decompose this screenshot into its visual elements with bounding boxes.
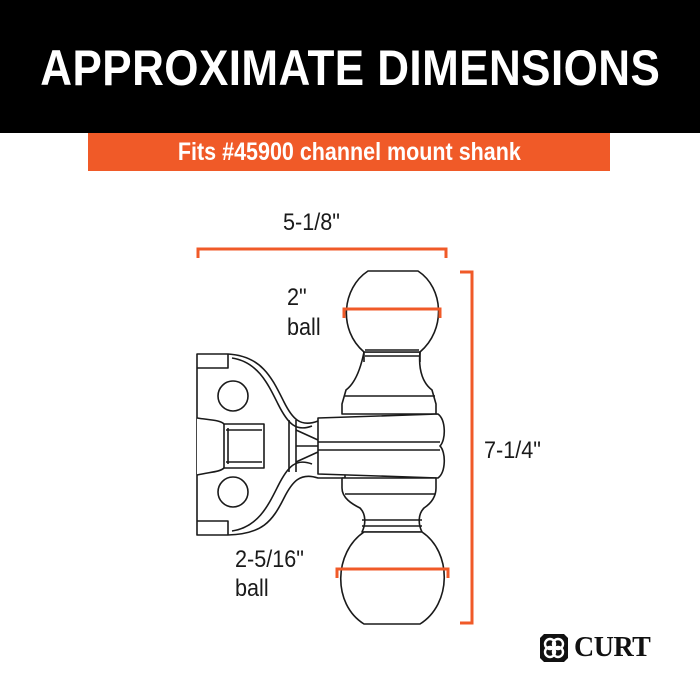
- bottom-ball-size-label: 2-5/16": [235, 546, 304, 573]
- bottom-ball-word-label: ball: [235, 575, 269, 602]
- mount-slot: [196, 417, 265, 476]
- top-ball-word-label: ball: [287, 314, 321, 341]
- mount-hole-top: [217, 380, 249, 412]
- top-ball-diameter-line: [342, 307, 442, 318]
- upper-collar: [341, 351, 437, 415]
- top-ball-size-label: 2": [287, 284, 307, 311]
- curt-logo-icon: [540, 634, 568, 662]
- mount-hole-bottom: [217, 476, 249, 508]
- dimension-lines: [196, 247, 474, 625]
- subtitle-banner: Fits #45900 channel mount shank: [88, 133, 610, 171]
- shank: [317, 413, 446, 479]
- top-ball: [345, 270, 440, 353]
- bottom-ball: [339, 531, 446, 625]
- height-label: 7-1/4": [484, 437, 541, 464]
- width-dimension-line: [196, 247, 448, 258]
- page-title: APPROXIMATE DIMENSIONS: [39, 39, 661, 96]
- curt-logo: CURT: [540, 632, 651, 663]
- header-banner: APPROXIMATE DIMENSIONS: [0, 0, 700, 133]
- fitment-note: Fits #45900 channel mount shank: [177, 137, 521, 166]
- width-label: 5-1/8": [283, 209, 340, 236]
- bottom-ball-diameter-line: [335, 567, 450, 578]
- lower-collar: [341, 477, 437, 533]
- brand-name: CURT: [574, 632, 651, 663]
- height-dimension-line: [460, 270, 474, 625]
